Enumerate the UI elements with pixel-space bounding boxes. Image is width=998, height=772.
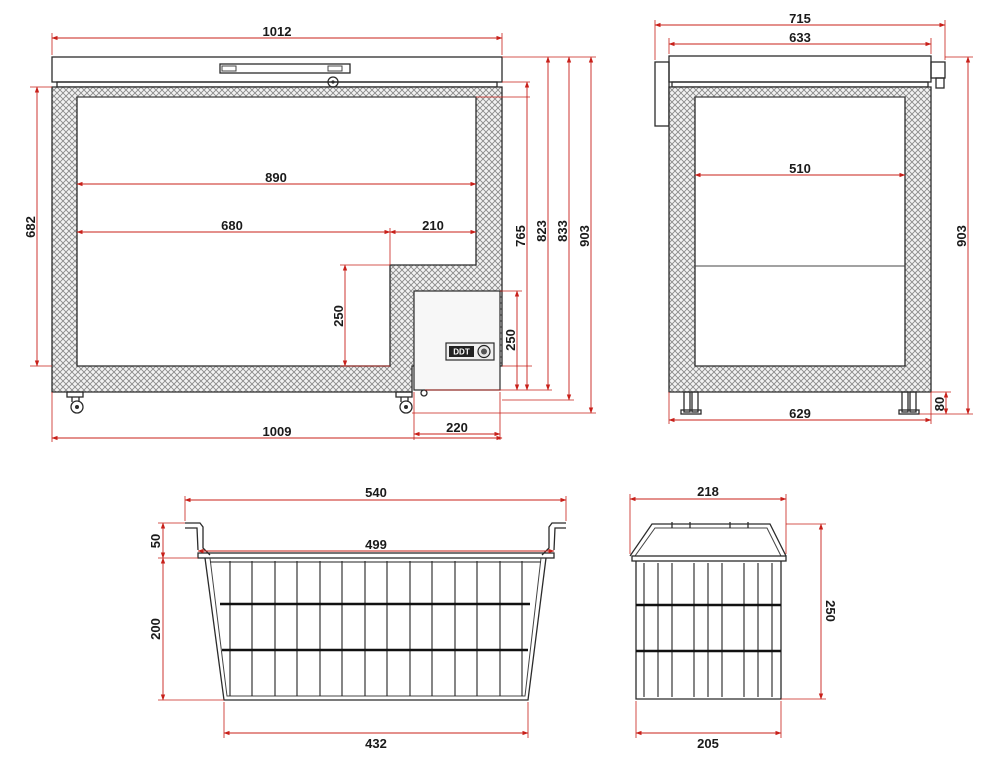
dimension-label-base-depth: 629 (789, 406, 811, 421)
lid-handle-side (930, 61, 946, 79)
lock-side-icon (935, 77, 945, 89)
dimension-label-inner-height: 682 (23, 216, 38, 238)
freezer-lid (51, 56, 503, 83)
basket-short-view: 218 205 250 (629, 484, 838, 751)
side-insulation-wall (668, 86, 932, 393)
dimension-label-side-height: 903 (954, 225, 969, 247)
dimension-label-overall-depth: 715 (789, 11, 811, 26)
dimension-label-base-width: 1009 (263, 424, 292, 439)
caster-left-icon (66, 391, 84, 414)
dimension-label-lid-depth: 633 (789, 30, 811, 45)
lid-handle (219, 63, 351, 74)
dimension-label-overall-width: 1012 (263, 24, 292, 39)
basket-frame (204, 557, 547, 701)
digital-display (449, 346, 474, 357)
drain-plug-icon (420, 389, 428, 397)
dimension-label-short-top-width: 218 (697, 484, 719, 499)
dimension-label-bottom-width: 432 (365, 736, 387, 751)
dimension-label-765: 765 (513, 225, 528, 247)
dimension-label-823: 823 (534, 220, 549, 242)
handle-clip-left (221, 65, 237, 72)
dimension-label-inner-width: 890 (265, 170, 287, 185)
control-panel-label: DDT (453, 348, 470, 357)
lock-keyhole (331, 80, 335, 84)
short-basket-frame (635, 561, 782, 700)
side-caster-right-icon (898, 391, 920, 415)
thermostat-knob-center (481, 348, 487, 355)
side-caster-left-icon (680, 391, 702, 415)
basket-handle-right-inner (553, 527, 566, 551)
handle-clip-right (327, 65, 343, 72)
basket-vertical-wires (229, 561, 523, 696)
dimension-label-short-height: 250 (823, 600, 838, 622)
freezer-front-view: DDT 1012 890 680 210 2 (23, 24, 596, 442)
basket-handle-left-inner (185, 527, 199, 551)
freezer-side-view: 715 633 510 629 903 80 (654, 11, 973, 424)
short-basket-handle (629, 523, 787, 557)
compressor-compartment (413, 290, 501, 391)
dimension-label-compressor-height: 250 (503, 329, 518, 351)
lid-gasket (56, 81, 498, 88)
caster-right-icon (395, 391, 413, 414)
dimension-label-body-height: 200 (148, 618, 163, 640)
dimension-label-833: 833 (555, 220, 570, 242)
dimension-label-step-height: 250 (331, 305, 346, 327)
side-lid (668, 55, 932, 83)
short-basket-handle-joints (671, 522, 749, 528)
dimension-label-inner-depth: 510 (789, 161, 811, 176)
short-basket-vertical-wires (643, 563, 773, 697)
dimension-label-compressor-width: 220 (446, 420, 468, 435)
side-lid-gasket (671, 81, 929, 88)
dimension-label-storage-width: 680 (221, 218, 243, 233)
short-basket-rim (631, 555, 787, 562)
dimension-label-overall-height: 903 (577, 225, 592, 247)
dimension-label-handle-span: 540 (365, 485, 387, 500)
dimension-label-step-width: 210 (422, 218, 444, 233)
dimension-label-top-width: 499 (365, 537, 387, 552)
dimension-label-short-bottom-width: 205 (697, 736, 719, 751)
hinge-icon (654, 61, 670, 127)
basket-long-view: 540 499 432 50 200 (148, 485, 567, 751)
basket-rim (197, 552, 555, 559)
dimension-label-handle-height: 50 (148, 534, 163, 548)
dimension-label-leg-height: 80 (932, 397, 947, 411)
